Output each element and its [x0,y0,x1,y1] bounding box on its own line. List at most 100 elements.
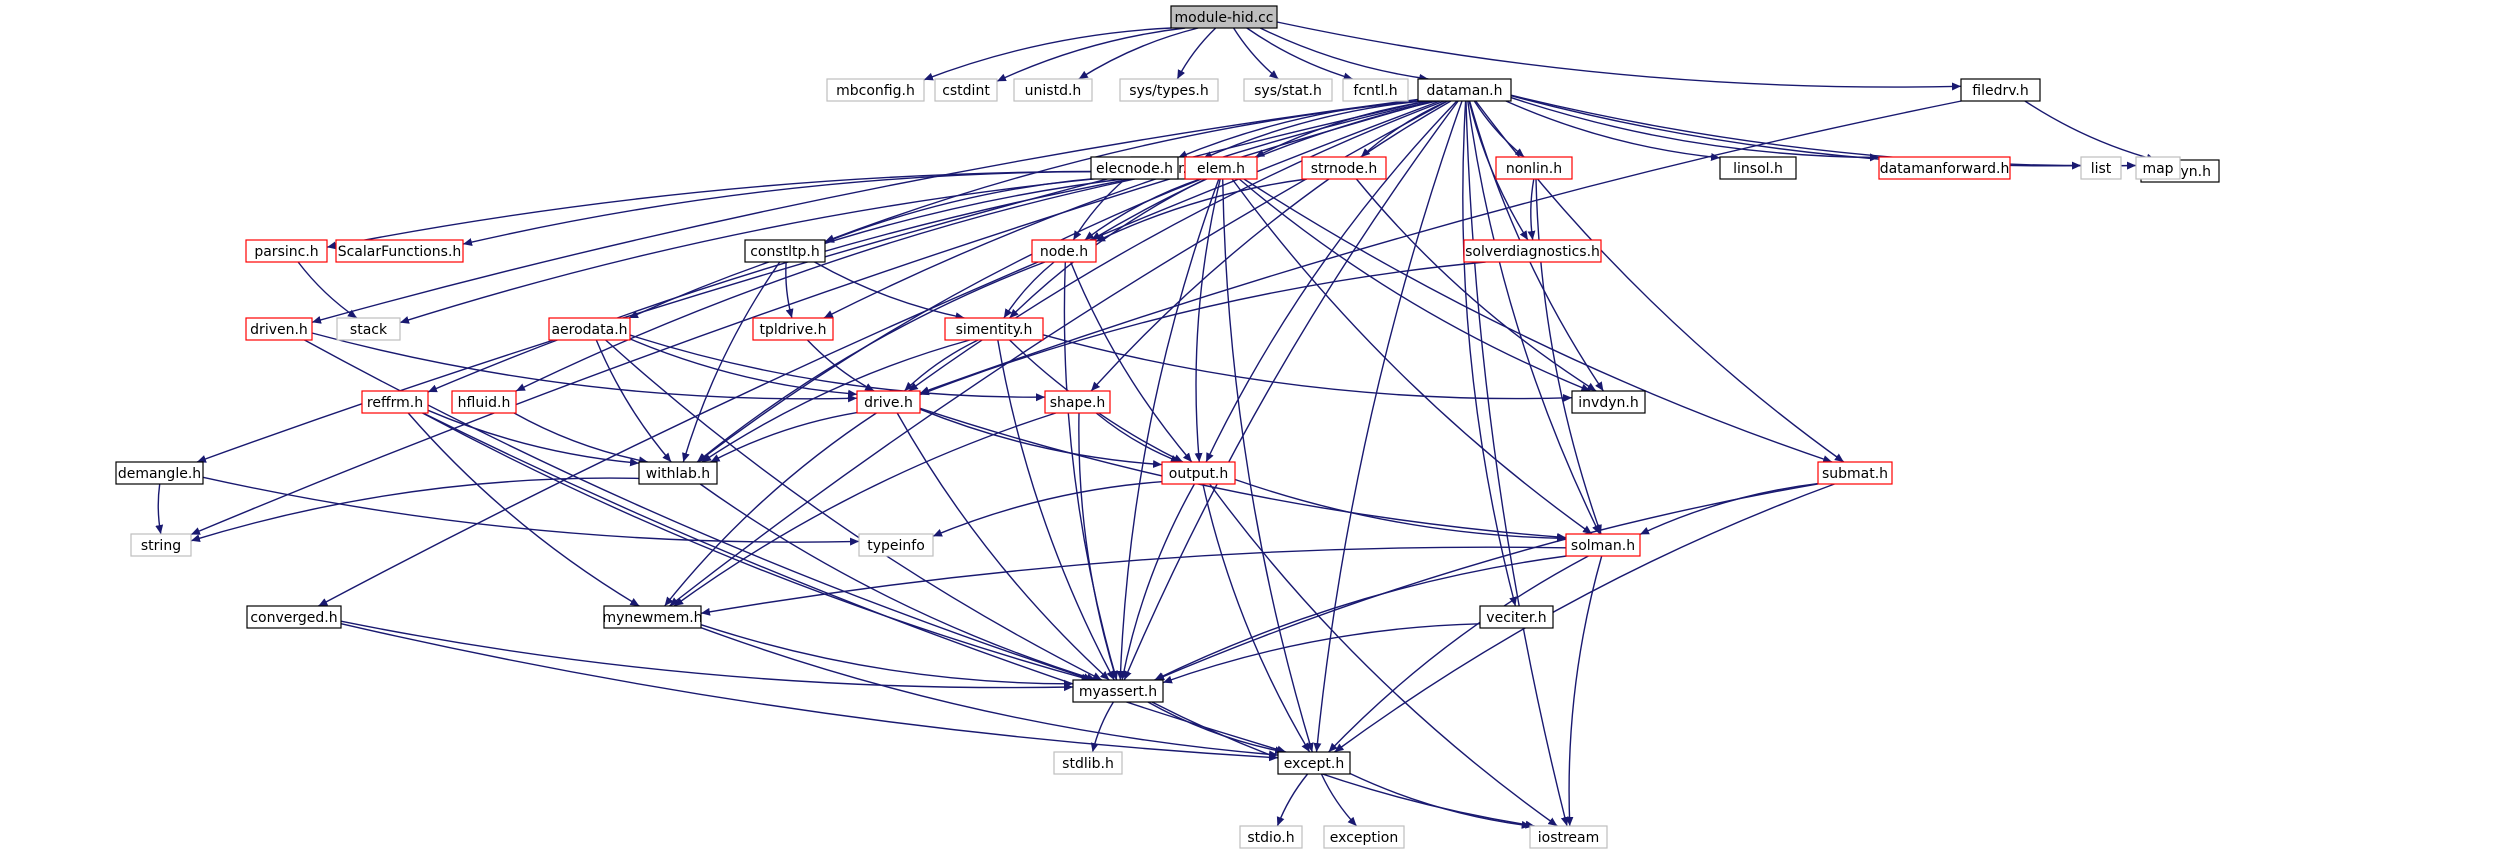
edge-dataman-to-elecnode [1177,100,1419,159]
node-box [1417,78,1512,102]
node-withlab[interactable]: withlab.h [638,461,718,485]
edge-module_hid-to-dataman [1259,27,1429,82]
node-box [130,533,192,557]
node-hfluid[interactable]: hfluid.h [451,390,517,414]
node-box [246,605,342,629]
node-drive[interactable]: drive.h [856,390,921,414]
node-shape[interactable]: shape.h [1044,390,1111,414]
node-box [1072,679,1164,703]
node-box [335,239,464,263]
node-typeinfo: typeinfo [858,533,934,557]
edge-constltp-to-tpldrive [785,261,794,319]
node-label: except.h [1284,756,1344,772]
node-box [1277,751,1351,775]
node-elem[interactable]: elem.h [1184,156,1258,180]
node-converged[interactable]: converged.h [246,605,342,629]
edge-module_hid-to-unistd [1078,27,1199,80]
edge-submat-to-except [1334,483,1835,753]
node-box [1170,5,1278,29]
edge-constltp-to-simentity [814,261,965,321]
edge-withlab-to-myassert [699,483,1097,682]
node-simentity[interactable]: simentity.h [944,317,1044,341]
node-constltp[interactable]: constltp.h [744,239,826,263]
node-box [1463,239,1602,263]
edge-nonlin-to-solverdiagnostics [1527,178,1536,241]
node-solverdiagnostics[interactable]: solverdiagnostics.h [1463,239,1602,263]
edge-mynewmem-to-myassert [700,624,1074,688]
edge-elem-to-myassert [1116,178,1220,681]
node-filedrv[interactable]: filedrv.h [1960,78,2041,102]
edge-simentity-to-withlab [701,339,971,463]
node-box [1817,461,1893,485]
node-nonlin[interactable]: nonlin.h [1495,156,1573,180]
node-label: map [2142,161,2173,177]
node-tpldrive[interactable]: tpldrive.h [752,317,834,341]
edge-dataman-to-converged [318,100,1441,607]
node-label: veciter.h [1486,610,1546,626]
node-label: submat.h [1822,466,1888,482]
edge-myassert-to-iostream [1151,701,1535,829]
edge-dataman-to-string [190,100,1434,536]
edge-hfluid-to-withlab [513,412,649,465]
node-dataman[interactable]: dataman.h [1417,78,1512,102]
node-driven[interactable]: driven.h [245,317,313,341]
edge-dataman-to-myassert [1123,100,1459,681]
node-label: driven.h [250,322,308,338]
edge-output-to-myassert [1119,483,1196,681]
edge-shape-to-myassert [1078,412,1118,681]
edge-dataman-to-shape [1090,100,1452,392]
node-label: reffrm.h [367,395,423,411]
node-label: exception [1330,830,1398,846]
node-myassert[interactable]: myassert.h [1072,679,1164,703]
node-box [1053,751,1123,775]
node-veciter[interactable]: veciter.h [1479,605,1554,629]
edges-layer [155,21,2156,829]
edge-mbpar-to-stack [399,174,1132,324]
node-mynewmem[interactable]: mynewmem.h [602,605,703,629]
node-label: simentity.h [956,322,1033,338]
node-label: sys/stat.h [1254,83,1322,99]
edge-aerodata-to-myassert [605,339,1103,681]
edge-solman-to-except [1328,555,1589,753]
node-label: fcntl.h [1353,83,1397,99]
node-output[interactable]: output.h [1161,461,1236,485]
node-box [638,461,718,485]
node-label: linsol.h [1733,161,1783,177]
edge-reffrm-to-myassert [422,412,1091,682]
node-invdyn[interactable]: invdyn.h [1571,390,1646,414]
edge-elem-to-node [1084,178,1201,241]
node-datamanforward[interactable]: datamanforward.h [1878,156,2011,180]
edge-output-to-typeinfo [932,481,1163,537]
edge-elem-to-solman [1231,178,1593,535]
node-demangle[interactable]: demangle.h [115,461,204,485]
edge-node-to-withlab [696,261,1046,463]
node-label: converged.h [250,610,337,626]
node-module_hid[interactable]: module-hid.cc [1170,5,1278,29]
node-solman[interactable]: solman.h [1565,533,1641,557]
node-scalarfunctions[interactable]: ScalarFunctions.h [335,239,464,263]
node-box [245,317,313,341]
node-box [603,605,702,629]
edge-demangle-to-string [155,483,164,535]
node-box [1013,78,1093,102]
node-except[interactable]: except.h [1277,751,1351,775]
node-list: list [2080,156,2122,180]
node-reffrm[interactable]: reffrm.h [361,390,429,414]
node-linsol[interactable]: linsol.h [1719,156,1797,180]
node-parsinc[interactable]: parsinc.h [245,239,328,263]
edge-dataman-to-iostream [1465,100,1569,827]
node-strnode[interactable]: strnode.h [1301,156,1387,180]
node-node[interactable]: node.h [1031,239,1097,263]
node-label: solverdiagnostics.h [1465,244,1600,260]
node-elecnode[interactable]: elecnode.h [1090,156,1179,180]
node-label: filedrv.h [1972,83,2029,99]
node-submat[interactable]: submat.h [1817,461,1893,485]
node-label: shape.h [1050,395,1106,411]
node-aerodata[interactable]: aerodata.h [548,317,631,341]
edge-module_hid-to-mbconfig [923,27,1172,81]
node-box [2135,156,2181,180]
edge-shape-to-output [1095,412,1181,463]
node-stdlib: stdlib.h [1053,751,1123,775]
edge-dataman-to-veciter [1462,100,1518,607]
